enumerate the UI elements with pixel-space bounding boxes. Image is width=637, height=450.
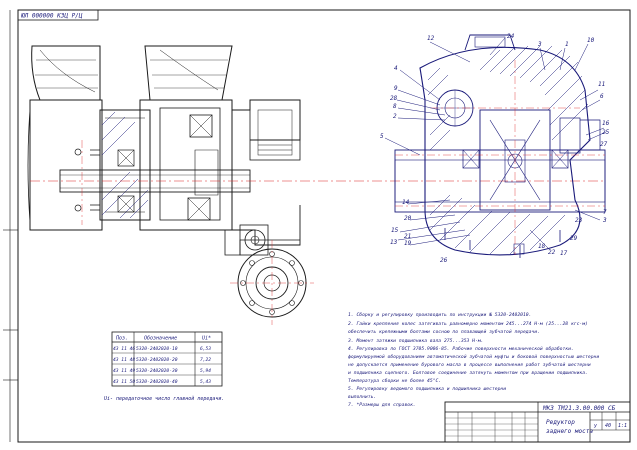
callout-27: 27 <box>600 141 608 148</box>
callout-16: 16 <box>602 120 610 127</box>
callout-24: 24 <box>507 33 515 40</box>
note-line: 3. Момент затяжки подшипника вала 275...… <box>347 338 483 344</box>
callout-23: 23 <box>575 217 583 224</box>
leader-lines <box>384 37 607 251</box>
stamp-text: ЮЛ 000000 КЗЦ Р/Ц <box>21 13 83 20</box>
table-cell: 5320-2402020-30 <box>136 368 178 374</box>
note-line: 5. Регулировку ведомого подшипника и под… <box>348 386 506 392</box>
note-line: обеспечить крепежными болтами сосною по … <box>348 328 540 335</box>
callout-4: 4 <box>394 65 398 72</box>
callout-15: 15 <box>391 227 399 234</box>
table-cell: 5320-2402020-20 <box>136 357 178 363</box>
reducer-section-view <box>394 34 606 258</box>
note-line: формулируемой оборудованием автоматическ… <box>348 353 599 360</box>
table-cell: 6,53 <box>200 346 211 352</box>
callout-13: 13 <box>390 239 398 246</box>
table-cell: 7,22 <box>200 357 211 363</box>
table-cell: 5320-2402020-40 <box>136 379 178 385</box>
note-line: 4. Регулировка по ГОСТ 3705.9006-85. Раб… <box>348 345 574 352</box>
callout-12: 12 <box>427 35 435 42</box>
callout-7: 7 <box>603 209 607 216</box>
scale-cell: 1:1 <box>618 423 627 429</box>
table-cell: 5320-2402020-10 <box>136 346 178 352</box>
leader-numbers: 12 24 3 1 10 4 9 28 8 2 11 6 5 16 25 7 3… <box>380 33 610 264</box>
callout-17: 17 <box>560 250 568 257</box>
table-cell: 43 11 48 <box>113 357 135 363</box>
table-header-ratio: Ui* <box>202 336 211 342</box>
note-line: 7. *Размеры для справок. <box>348 402 416 408</box>
callout-3-top: 3 <box>537 41 542 48</box>
callout-9: 9 <box>394 85 398 92</box>
callout-21: 21 <box>404 233 411 240</box>
callout-20: 20 <box>404 215 412 222</box>
drawing-name-line2: заднего моста <box>546 428 593 435</box>
note-line: выполнить. <box>348 395 376 400</box>
table-footnote: Ui- передаточное число главной передачи. <box>104 396 224 402</box>
mass-cell: 40 <box>605 423 611 429</box>
callout-19: 19 <box>404 240 412 247</box>
gear-ratio-table: Поз. Обозначение Ui* 43 11 46 5320-24020… <box>104 331 224 402</box>
callout-10: 10 <box>587 37 595 44</box>
table-header-designation: Обозначение <box>144 335 177 342</box>
table-cell: 5,43 <box>200 379 211 385</box>
callout-11: 11 <box>598 81 605 88</box>
callout-1-top: 1 <box>565 41 569 48</box>
reducer-housing-outline <box>419 46 591 256</box>
technical-notes: 1. Сборку и регулировку производить по и… <box>347 311 599 408</box>
callout-8: 8 <box>393 103 397 110</box>
doc-number: МКЗ ТМ21.3.00.000 СБ <box>542 405 616 412</box>
note-line: Температура сборки не более 45°С. <box>348 377 441 384</box>
note-line: 1. Сборку и регулировку производить по и… <box>348 311 531 318</box>
callout-14: 14 <box>402 199 410 206</box>
note-line: 2. Гайки крепления колес затягивать равн… <box>348 321 588 327</box>
housing-hatching <box>427 45 589 255</box>
callout-5: 5 <box>380 133 384 140</box>
letter-cell: у <box>593 423 597 429</box>
hub-hatching <box>101 111 149 219</box>
callout-26: 26 <box>440 257 448 264</box>
callout-28: 28 <box>390 95 398 102</box>
callout-18: 18 <box>538 243 546 250</box>
callout-25: 25 <box>602 129 610 136</box>
callout-6: 6 <box>600 93 604 100</box>
table-cell: 43 11 46 <box>113 346 135 352</box>
table-header-pos: Поз. <box>115 336 128 342</box>
wheel-hub-view <box>27 45 605 246</box>
note-line: и подшипника сцепного. Болтовое соединен… <box>348 370 588 376</box>
sheet-frame <box>17 9 631 443</box>
callout-29: 29 <box>570 235 578 242</box>
top-stamp: ЮЛ 000000 КЗЦ Р/Ц <box>17 9 99 21</box>
callout-2: 2 <box>393 113 397 120</box>
drawing-name-line1: Редуктор <box>546 419 575 426</box>
title-block: МКЗ ТМ21.3.00.000 СБ Редуктор заднего мо… <box>444 401 631 443</box>
callout-22: 22 <box>548 249 556 256</box>
table-cell: 43 11 50 <box>113 379 135 385</box>
table-cell: 5,94 <box>200 368 211 374</box>
table-cell: 43 11 49 <box>113 368 135 374</box>
note-line: не допускается применение бурового масла… <box>348 361 591 368</box>
callout-3-right: 3 <box>602 217 607 224</box>
brake-chamber-view <box>224 224 314 325</box>
